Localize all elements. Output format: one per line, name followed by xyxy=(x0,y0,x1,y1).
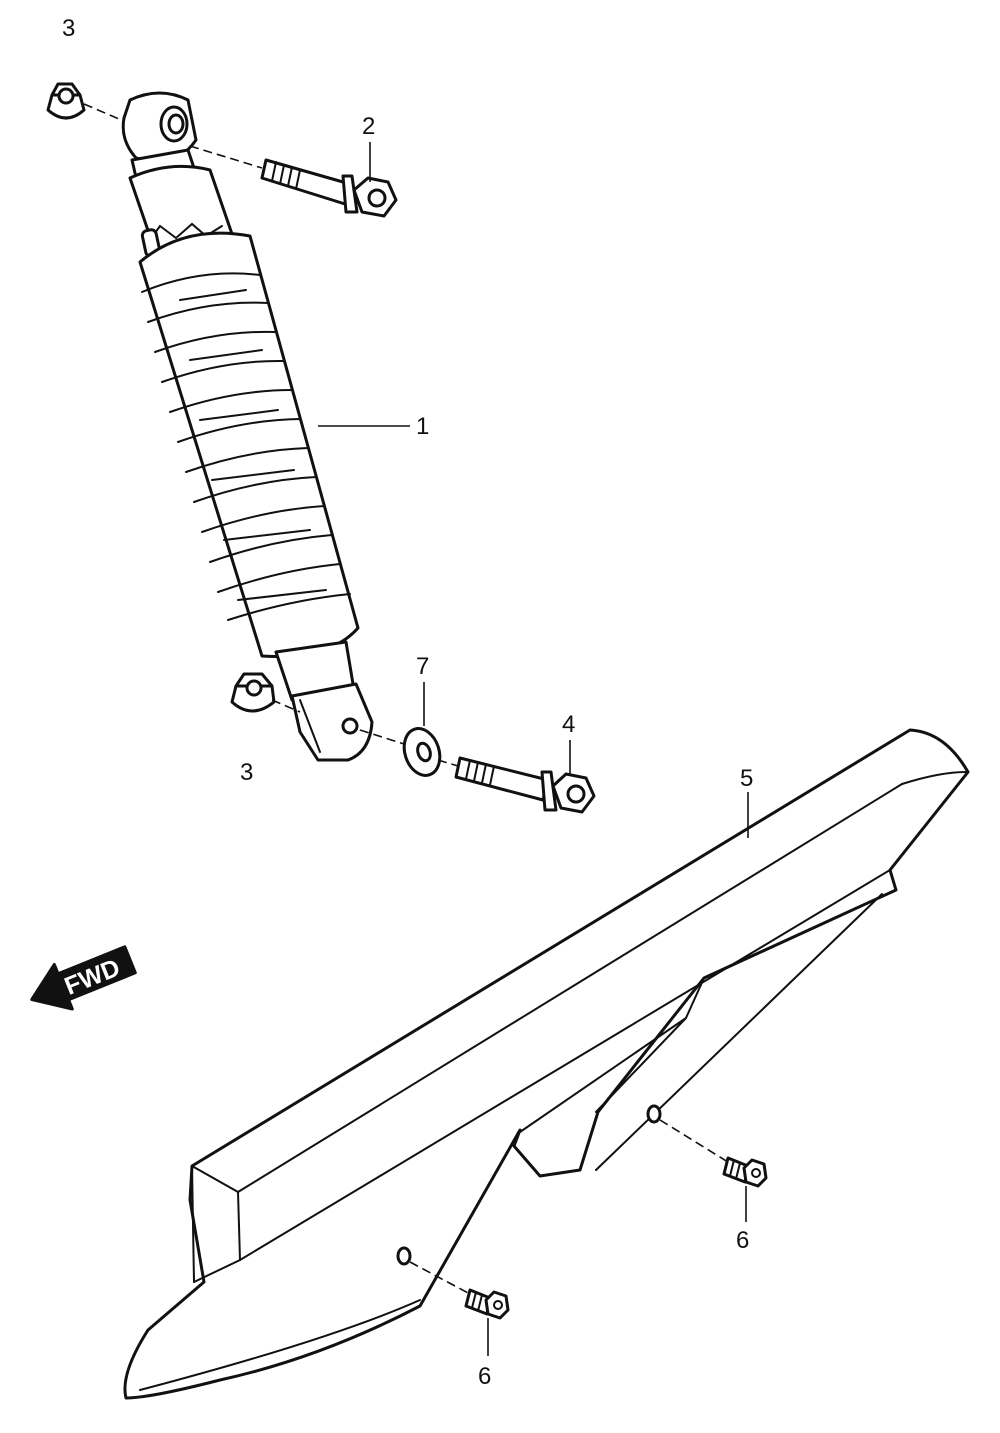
lower-bolt[interactable] xyxy=(454,756,596,814)
washer-alignment-line xyxy=(359,729,405,745)
callout-6-rear: 6 xyxy=(736,1227,749,1254)
top-nut-alignment-line xyxy=(83,103,127,123)
shock-bottom-clevis xyxy=(290,682,374,762)
callout-4: 4 xyxy=(562,711,575,738)
rear-screw-alignment-line xyxy=(659,1119,729,1163)
forward-direction-arrow: FWD xyxy=(30,945,137,1011)
chain-guard-front-bolt-hole xyxy=(396,1246,412,1266)
callout-2: 2 xyxy=(362,113,375,140)
callout-1: 1 xyxy=(416,413,429,440)
screw-front[interactable] xyxy=(464,1288,510,1320)
lower-nut-alignment-line xyxy=(271,699,301,713)
upper-bolt[interactable] xyxy=(260,158,398,218)
shock-absorber[interactable] xyxy=(121,91,374,762)
chain-guard[interactable] xyxy=(123,728,970,1400)
flange-nut-top[interactable] xyxy=(46,82,86,120)
lower-bolt-alignment-line xyxy=(437,759,459,767)
callout-7: 7 xyxy=(416,653,429,680)
flange-nut-bottom[interactable] xyxy=(230,672,276,713)
callout-5: 5 xyxy=(740,765,753,792)
screw-rear[interactable] xyxy=(722,1156,768,1188)
upper-bolt-alignment-line xyxy=(189,145,263,169)
callout-3-bottom: 3 xyxy=(240,759,253,786)
washer[interactable] xyxy=(398,724,445,780)
front-screw-alignment-line xyxy=(409,1261,471,1295)
callout-6-front: 6 xyxy=(478,1363,491,1390)
coil-spring xyxy=(138,231,360,658)
callout-3-top: 3 xyxy=(62,15,75,42)
chain-guard-rear-bolt-hole xyxy=(646,1104,662,1124)
